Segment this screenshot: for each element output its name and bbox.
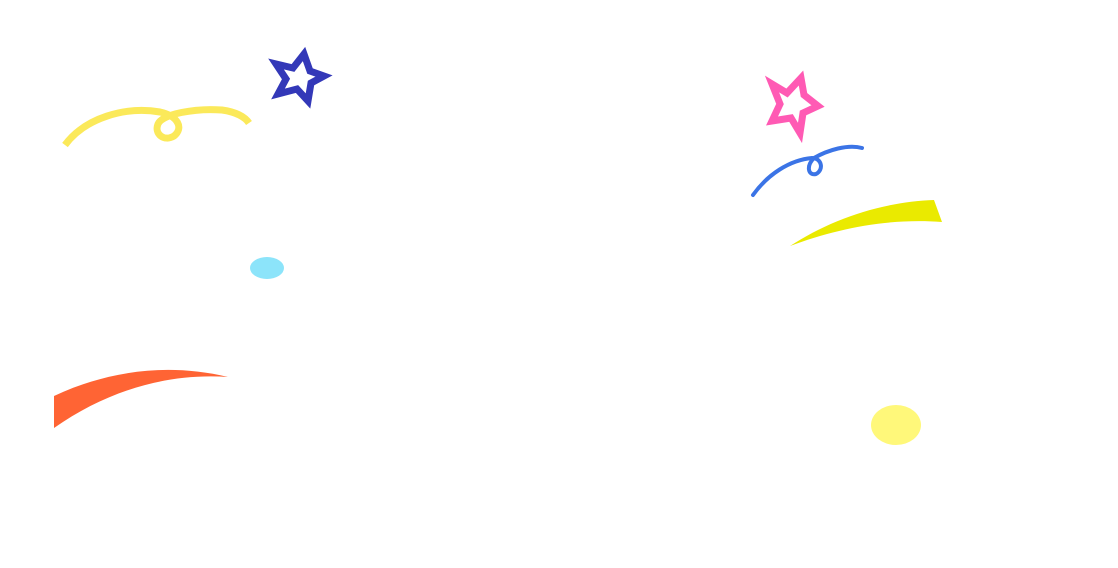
yellow-streamer-curve: [62, 106, 252, 148]
orange-swoosh-streamer-icon: [54, 369, 228, 428]
yellow-swoosh-shape: [790, 200, 942, 246]
blue-curly-streamer-icon: [751, 144, 864, 197]
blue-streamer-curve: [751, 144, 864, 197]
cyan-confetti-dot-icon: [250, 257, 284, 279]
yellow-swoosh-streamer-icon: [790, 200, 942, 246]
orange-swoosh-shape: [54, 369, 228, 428]
navy-star-shape: [268, 46, 333, 109]
yellow-curly-streamer-icon: [62, 106, 252, 148]
yellow-confetti-dot-icon: [871, 405, 921, 445]
pink-star-icon: [764, 70, 825, 144]
navy-star-icon: [268, 46, 333, 109]
pink-star-shape: [764, 70, 825, 144]
